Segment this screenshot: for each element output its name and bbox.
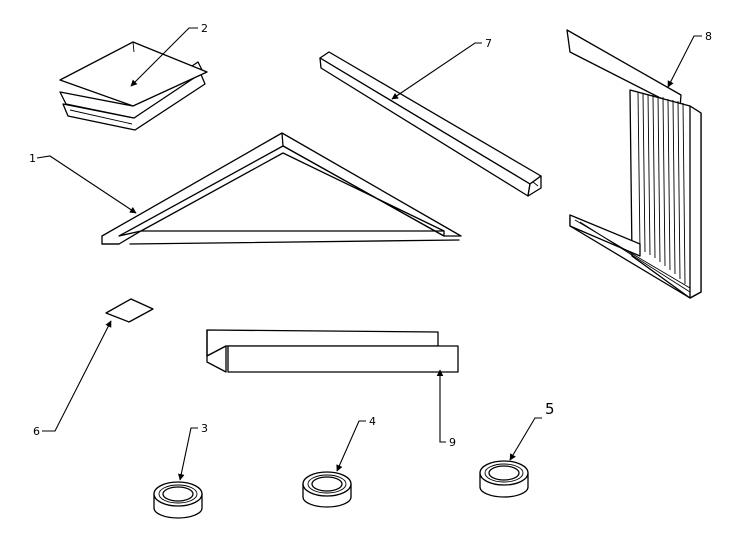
leader-3 — [178, 427, 198, 481]
part-3-tape-roll — [153, 481, 203, 519]
part-1-triangular-frame — [101, 132, 462, 245]
part-6-square-pad — [105, 298, 154, 323]
leader-1 — [36, 155, 137, 214]
part-2-folded-packet — [59, 41, 208, 131]
part-7-channel-strip — [319, 51, 542, 197]
leader-6 — [42, 320, 112, 432]
label-part-7: 7 — [485, 37, 492, 50]
label-part-8: 8 — [705, 30, 712, 43]
label-part-2: 2 — [201, 22, 208, 35]
part-5-tape-roll — [479, 460, 529, 498]
part-8-side-frame-panel — [566, 29, 702, 299]
leader-2 — [130, 27, 198, 87]
leader-5 — [509, 417, 542, 461]
label-part-5: 5 — [545, 400, 555, 418]
label-part-3: 3 — [201, 422, 208, 435]
leader-4 — [336, 420, 366, 472]
label-part-1: 1 — [29, 152, 36, 165]
leader-7 — [391, 42, 482, 100]
part-4-tape-roll — [302, 471, 352, 508]
label-part-4: 4 — [369, 415, 376, 428]
label-part-6: 6 — [33, 425, 40, 438]
leader-9 — [436, 369, 446, 443]
label-part-9: 9 — [449, 436, 456, 449]
part-9-angle-strip — [206, 329, 459, 373]
leader-8 — [667, 35, 702, 88]
